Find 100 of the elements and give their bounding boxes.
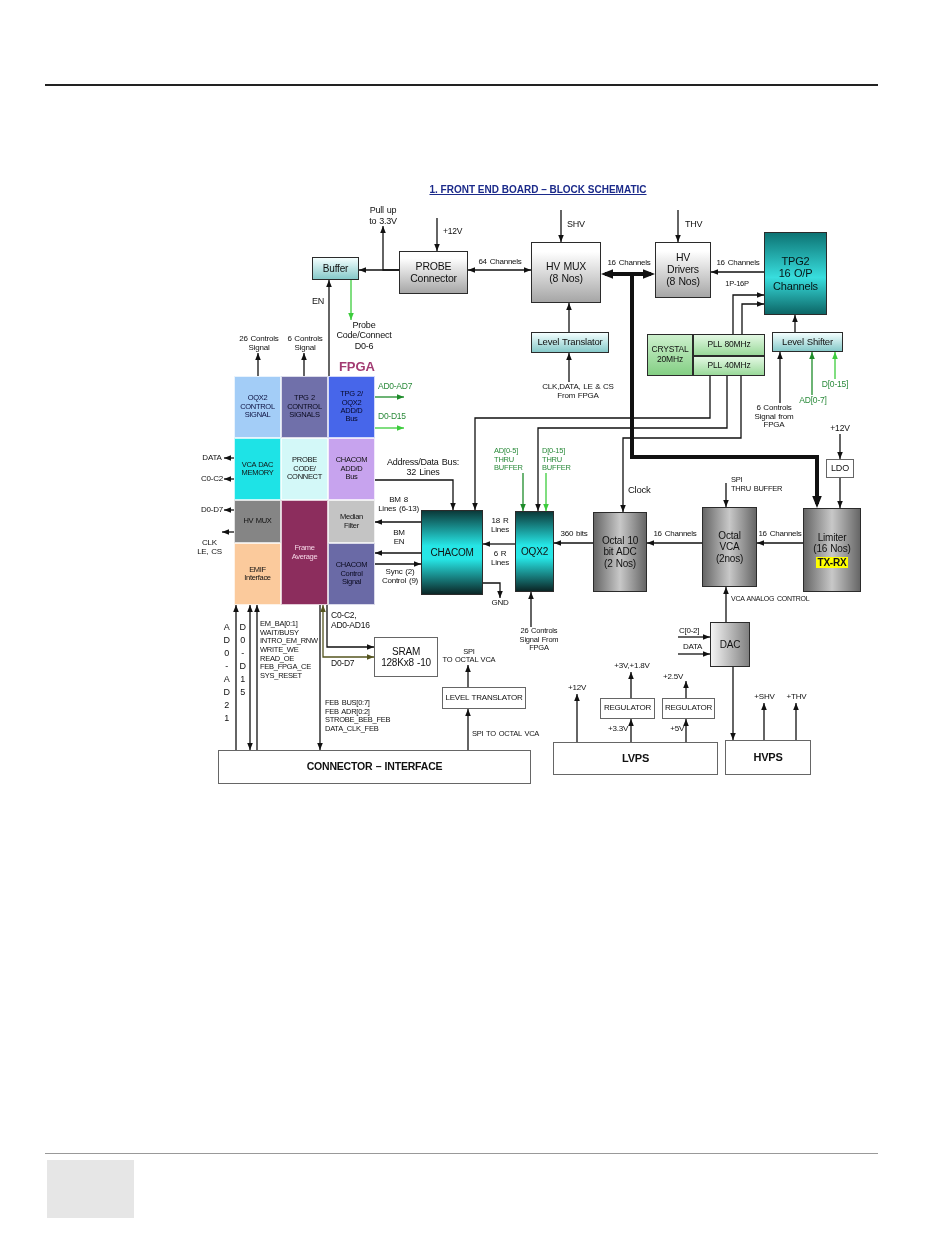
edge-label: DATA [683,642,704,652]
edge-label: +12V [443,227,464,237]
signal-arrow [777,351,783,404]
circuit-block: LEVEL TRANSLATOR [442,687,526,709]
signal-label: AD[0-7] [798,395,828,406]
signal-label: D[0-15] [820,379,850,390]
edge-label: BM 8 Lines (6-13) [377,495,420,514]
bus-arrow [630,273,822,508]
signal-arrow [482,582,503,599]
signal-arrow [683,718,689,743]
signal-arrow [528,591,534,628]
signal-arrow [223,455,235,461]
edge-label: C0-C2, AD0-AD16 [331,611,371,631]
edge-label: Address/Data Bus: 32 Lines [386,457,460,478]
edge-label: 360 bits [559,529,589,539]
edge-label: BM EN [392,528,406,547]
circuit-block: HVPS [725,740,811,775]
edge-label: C[0-2] [679,626,701,636]
circuit-block: PROBE Connector [399,251,468,294]
highlighted-label: TX-RX [816,556,848,568]
signal-label: D0-D7 [200,505,224,516]
signal-arrow [628,671,634,699]
edge-label: THV [685,219,704,230]
edge-label: 64 Channels [477,257,523,267]
signal-arrow [723,482,729,508]
signal-arrow [374,479,456,511]
signal-label: +12V [826,423,854,434]
signal-arrow [793,702,799,741]
signal-label: DATA [200,453,224,464]
circuit-block: Octal VCA (2nos) [702,507,757,587]
signal-arrow [233,604,239,751]
circuit-block: HV Drivers (8 Nos) [655,242,711,298]
signal-arrow [374,425,405,431]
circuit-block: HV MUX (8 Nos) [531,242,601,303]
signal-arrow [520,472,526,512]
edge-label: SHV [567,219,586,230]
circuit-block: DAC [710,622,750,667]
circuit-block: SRAM 128Kx8 -10 [374,637,438,677]
signal-label: 6 Controls Signal from FPGA [752,403,796,431]
signal-label: +SHV [753,692,776,703]
edge-label: 18 R Lines [490,516,510,535]
signal-arrow [837,433,843,460]
signal-arrow [374,561,422,567]
signal-arrow [255,352,261,377]
circuit-block: LDO [826,459,854,478]
signal-arrow [756,540,804,546]
signal-arrow [732,292,765,335]
signal-arrow [723,586,729,623]
signal-arrow [809,351,815,396]
circuit-block: OQX2 [515,511,554,592]
circuit-block: PLL 40MHz [693,356,765,376]
signal-label: Pull up to 3.3V [366,205,400,226]
signal-arrow [683,680,689,699]
edge-label: EN [311,296,324,307]
edge-label: 16 Channels [652,529,698,539]
circuit-block: REGULATOR [662,698,715,719]
edge-label: D0-D15 [378,412,407,422]
signal-arrow [320,604,375,660]
circuit-block: TPG2 16 O/P Channels [764,232,827,315]
signal-label: CLK,DATA, LE & CS From FPGA [540,382,616,401]
signal-arrow [317,604,323,751]
edge-label: D0-D7 [331,659,356,669]
edge-label: 16 Channels [606,258,652,268]
edge-label: +2.5V [662,672,683,682]
circuit-block: CRYSTAL 20MHz [647,334,693,376]
signal-arrow [374,394,405,400]
signal-arrow [465,664,471,688]
signal-arrow [646,540,703,546]
signal-arrow [326,279,332,377]
edge-label: AD0-AD21 [223,621,231,725]
signal-arrow [741,301,765,335]
signal-arrow [434,217,440,252]
signal-arrow [792,314,798,333]
signal-label: +THV [785,692,808,703]
signal-label: GND [490,598,510,608]
signal-label: 6 Controls Signal [285,335,325,353]
edge-label: 16 Channels [715,258,761,268]
signal-arrow [465,708,471,751]
signal-arrow [467,267,532,273]
signal-arrow [574,693,580,743]
signal-arrow [620,375,742,513]
signal-arrow [380,225,400,271]
edge-label: AD0-AD7 [378,382,414,392]
circuit-block [803,508,861,592]
signal-arrow [628,718,634,743]
edge-label: D0-D15 [239,621,247,699]
line-label: 6 R Lines [490,549,510,568]
signal-arrow [832,351,838,380]
signal-arrow [543,472,549,512]
signal-arrow [374,550,422,556]
signal-arrow [761,702,767,741]
circuit-block: PLL 80MHz [693,334,765,356]
signal-arrow [348,279,354,321]
signal-label: +12V [566,683,588,694]
fpga-heading: FPGA [338,360,375,373]
title-heading: 1. FRONT END BOARD – BLOCK SCHEMATIC [428,184,648,195]
signal-arrow [710,269,765,275]
signal-arrow [326,604,375,650]
edge-label: Sync (2) Control (9) [380,567,419,586]
signal-label: +3V,+1.8V [611,661,653,672]
